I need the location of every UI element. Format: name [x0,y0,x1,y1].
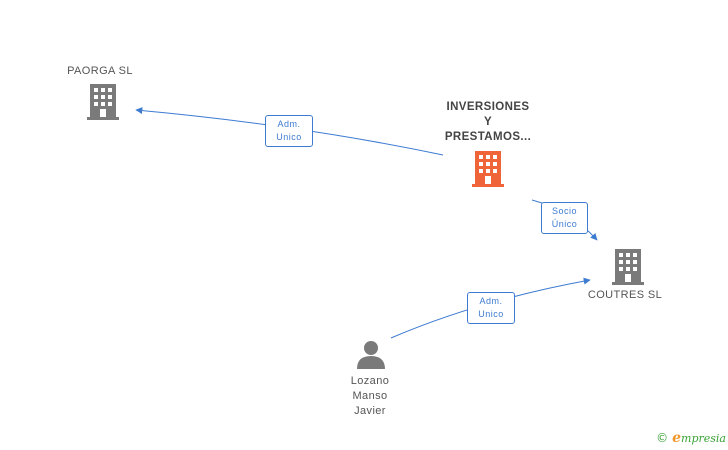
edge-label-line: Socio [551,206,577,216]
building-icon-main[interactable] [472,151,504,187]
edge-label-line: Adm. [277,119,301,129]
label-line: Manso [352,390,388,402]
empresia-logo: ©empresia [656,430,726,446]
label-line: Javier [354,405,386,417]
person-icon[interactable] [356,339,386,369]
label-line: PRESTAMOS... [444,131,532,143]
label-line: Y [483,116,493,128]
brand-name: mpresia [681,432,726,445]
copyright-symbol: © [656,431,669,445]
company-label-coutres[interactable]: COUTRES SL [587,289,663,301]
edge-label-adm-unico[interactable]: Adm. Unico [265,115,313,147]
edge-label-adm-unico-lozano[interactable]: Adm. Unico [467,292,515,324]
edge-label-line: Unico [478,309,504,319]
brand-initial: e [672,430,682,446]
person-label-lozano[interactable]: Lozano Manso Javier [320,374,420,419]
edge-label-line: Unico [276,132,302,142]
label-line: Lozano [350,375,390,387]
edge-label-line: Único [551,219,578,229]
label-line: INVERSIONES [446,101,530,113]
building-icon[interactable] [612,249,644,285]
edge-label-line: Adm. [479,296,503,306]
edge-label-socio-unico[interactable]: Socio Único [541,202,588,234]
building-icon[interactable] [87,84,119,120]
company-label-paorga[interactable]: PAORGA SL [67,65,133,77]
company-label-inversiones[interactable]: INVERSIONES Y PRESTAMOS... [418,100,558,145]
